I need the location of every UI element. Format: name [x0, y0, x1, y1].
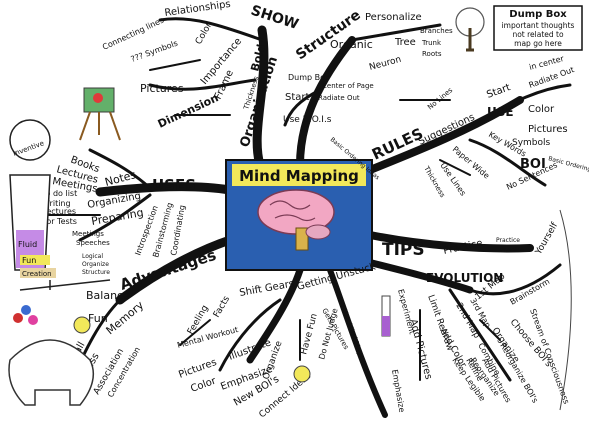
dump-box: Dump Box important thoughts not related …	[493, 5, 583, 51]
branch-label: Radiate Out	[318, 94, 360, 102]
branch-label: Organic	[330, 38, 373, 51]
branch-label: Symbols	[512, 138, 551, 148]
branch-label: Pictures	[140, 82, 184, 95]
branch-label: Dump Box	[288, 73, 330, 82]
dump-box-title: Dump Box	[509, 9, 567, 20]
branch-label: Center of Page	[322, 82, 374, 90]
branch-label: Relationships	[164, 0, 231, 19]
branch-label: Roots	[422, 50, 442, 58]
branch-structure: Structure Personalize Organic Tree Branc…	[283, 7, 453, 181]
branch-label: Dimension	[156, 91, 221, 130]
corner-scribble	[559, 209, 572, 411]
branch-label: Practice	[442, 238, 483, 257]
branch-label: Balance	[86, 289, 130, 302]
dump-box-line: not related to	[512, 30, 564, 39]
branch-label: Yourself	[533, 220, 560, 257]
branch-label: Branches	[420, 27, 453, 35]
branch-label: Practice	[500, 247, 524, 254]
branch-label: Creation	[22, 270, 52, 278]
branch-label: Organize	[82, 261, 109, 268]
branch-label: Practice	[496, 237, 520, 244]
left-art: Inventive Fluid Fun Creation	[8, 119, 111, 406]
test-tube-icon	[381, 295, 391, 337]
branch-label: Start	[485, 82, 512, 101]
smiley-icon	[293, 365, 311, 383]
branch-label: Have Fun	[299, 313, 320, 356]
branch-label: Meetings	[72, 230, 104, 238]
branch-label: ??? Symbols	[130, 39, 179, 64]
branch-title: SHOW	[249, 3, 301, 33]
branch-label: Fluid	[18, 240, 37, 249]
branch-label: Personalize	[365, 12, 422, 23]
branch-label: Color	[189, 375, 218, 395]
branch-label: Logical	[82, 253, 103, 260]
branch-label: Color	[194, 21, 215, 47]
branch-title: EVOLUTION	[426, 271, 503, 285]
branch-title: TIPS	[382, 240, 425, 260]
branch-label: Emphasize	[390, 369, 406, 413]
branch-label: Memory	[104, 298, 147, 337]
branch-label: Facts	[212, 294, 232, 319]
branch-label: Trunk	[421, 39, 442, 47]
branch-label: Color	[528, 104, 555, 115]
branch-label: BOI	[520, 157, 546, 172]
branch-label: Preparing	[90, 206, 144, 228]
dump-box-line: important thoughts	[502, 21, 575, 30]
branch-label: USE	[487, 105, 514, 119]
branch-label: Fun	[88, 312, 108, 325]
branch-label: To do list	[41, 189, 77, 198]
branch-label: Tree	[394, 37, 416, 48]
branch-label: Fun	[22, 256, 36, 265]
branch-label: No Lines	[426, 86, 454, 112]
dump-box-line: map go here	[514, 39, 562, 48]
branch-label: Pictures	[528, 124, 568, 135]
center-title: Mind Mapping	[239, 167, 359, 185]
branch-label: Speeches	[76, 239, 110, 247]
branch-label: Neuron	[368, 55, 402, 73]
branch-label: Use B.O.I.s	[283, 115, 332, 125]
branch-uses: USES Books Lectures Meetings To do list …	[41, 154, 196, 258]
branch-tips: TIPS Practice Practice Practice	[382, 237, 524, 260]
branch-title: Structure	[293, 7, 364, 63]
center-image: Mind Mapping	[225, 159, 373, 271]
branch-label: For Tests	[42, 217, 77, 226]
branch-label: Mental Workout	[176, 325, 239, 350]
branch-label: Lectures	[42, 207, 76, 216]
branch-label: Writing	[42, 199, 71, 208]
easel-icon	[79, 87, 121, 141]
tree-doodle	[455, 7, 485, 52]
main-branches	[39, 17, 572, 418]
branch-label: Structure	[82, 269, 110, 276]
branch-label: Feeling	[186, 304, 211, 337]
branch-label: Start	[285, 92, 310, 103]
branch-title: USES	[152, 176, 196, 194]
